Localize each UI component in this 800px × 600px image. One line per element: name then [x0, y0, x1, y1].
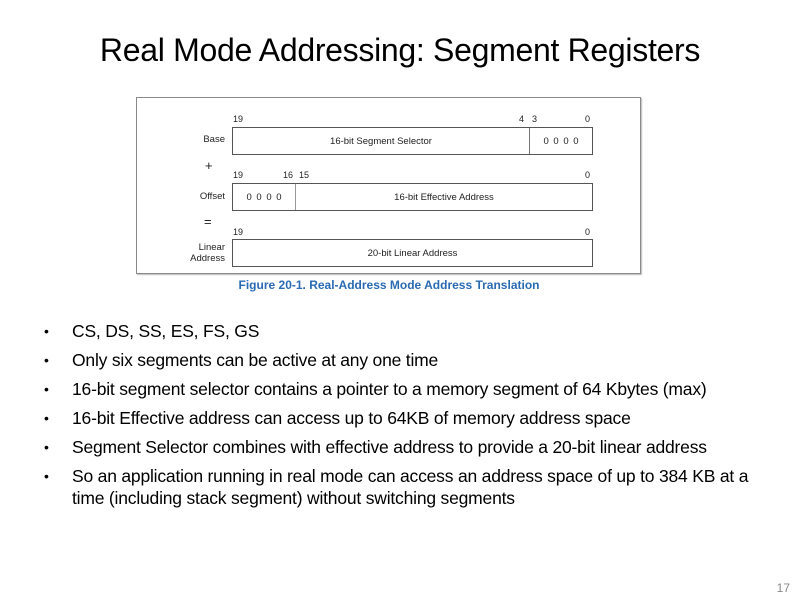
bullet-item: • CS, DS, SS, ES, FS, GS: [44, 320, 764, 342]
offset-row-label: Offset: [199, 191, 225, 202]
bullet-icon: •: [44, 410, 49, 426]
bullet-item: • Only six segments can be active at any …: [44, 349, 764, 371]
bit-label-4: 4: [519, 114, 525, 124]
linear-label-line1: Linear: [198, 242, 225, 253]
offset-zero-bits-field: 0 0 0 0: [233, 184, 296, 210]
bullet-text: 16-bit Effective address can access up t…: [72, 408, 631, 428]
linear-register-box: 20-bit Linear Address: [232, 239, 593, 267]
bullet-list: • CS, DS, SS, ES, FS, GS • Only six segmen…: [44, 320, 764, 516]
linear-label-line2: Address: [190, 253, 225, 264]
base-zero-bits-field: 0 0 0 0: [543, 135, 579, 147]
plus-operator: +: [205, 158, 213, 173]
offset-register-box: 0 0 0 0 16-bit Effective Address: [232, 183, 593, 211]
bit-label-19: 19: [233, 114, 244, 124]
page-number: 17: [776, 581, 790, 595]
bullet-text: Only six segments can be active at any o…: [72, 350, 439, 370]
linear-address-field: 20-bit Linear Address: [367, 247, 458, 259]
bullet-icon: •: [44, 468, 49, 484]
bullet-item: • 16-bit segment selector contains a poin…: [44, 378, 764, 400]
bit-label-15: 15: [299, 170, 310, 180]
linear-address-row-label: Linear Address: [167, 242, 225, 264]
bullet-text: So an application running in real mode c…: [72, 466, 749, 508]
bullet-icon: •: [44, 439, 49, 455]
effective-address-field: 16-bit Effective Address: [394, 191, 494, 203]
equals-operator: =: [204, 214, 212, 229]
bullet-icon: •: [44, 352, 49, 368]
bullet-icon: •: [44, 381, 49, 397]
bit-label-0: 0: [585, 227, 591, 237]
bit-label-19: 19: [233, 227, 244, 237]
bullet-item: • Segment Selector combines with effectiv…: [44, 436, 764, 458]
bullet-text: CS, DS, SS, ES, FS, GS: [72, 321, 260, 341]
bullet-item: • So an application running in real mode …: [44, 465, 764, 509]
bullet-item: • 16-bit Effective address can access up …: [44, 407, 764, 429]
segment-selector-field: 16-bit Segment Selector: [233, 128, 530, 154]
bullet-icon: •: [44, 323, 49, 339]
bit-label-0: 0: [585, 170, 591, 180]
bullet-text: 16-bit segment selector contains a point…: [72, 379, 707, 399]
bit-label-16: 16: [283, 170, 294, 180]
bullet-text: Segment Selector combines with effective…: [72, 437, 707, 457]
slide-title: Real Mode Addressing: Segment Registers: [99, 32, 701, 68]
bit-label-19: 19: [233, 170, 244, 180]
bit-label-0: 0: [585, 114, 591, 124]
base-register-box: 16-bit Segment Selector 0 0 0 0: [232, 127, 593, 155]
figure-caption: Figure 20-1. Real-Address Mode Address T…: [238, 278, 540, 292]
bit-label-3: 3: [532, 114, 538, 124]
base-row-label: Base: [203, 134, 225, 145]
address-translation-figure: 19 4 3 0 Base 16-bit Segment Selector 0 …: [136, 97, 641, 274]
